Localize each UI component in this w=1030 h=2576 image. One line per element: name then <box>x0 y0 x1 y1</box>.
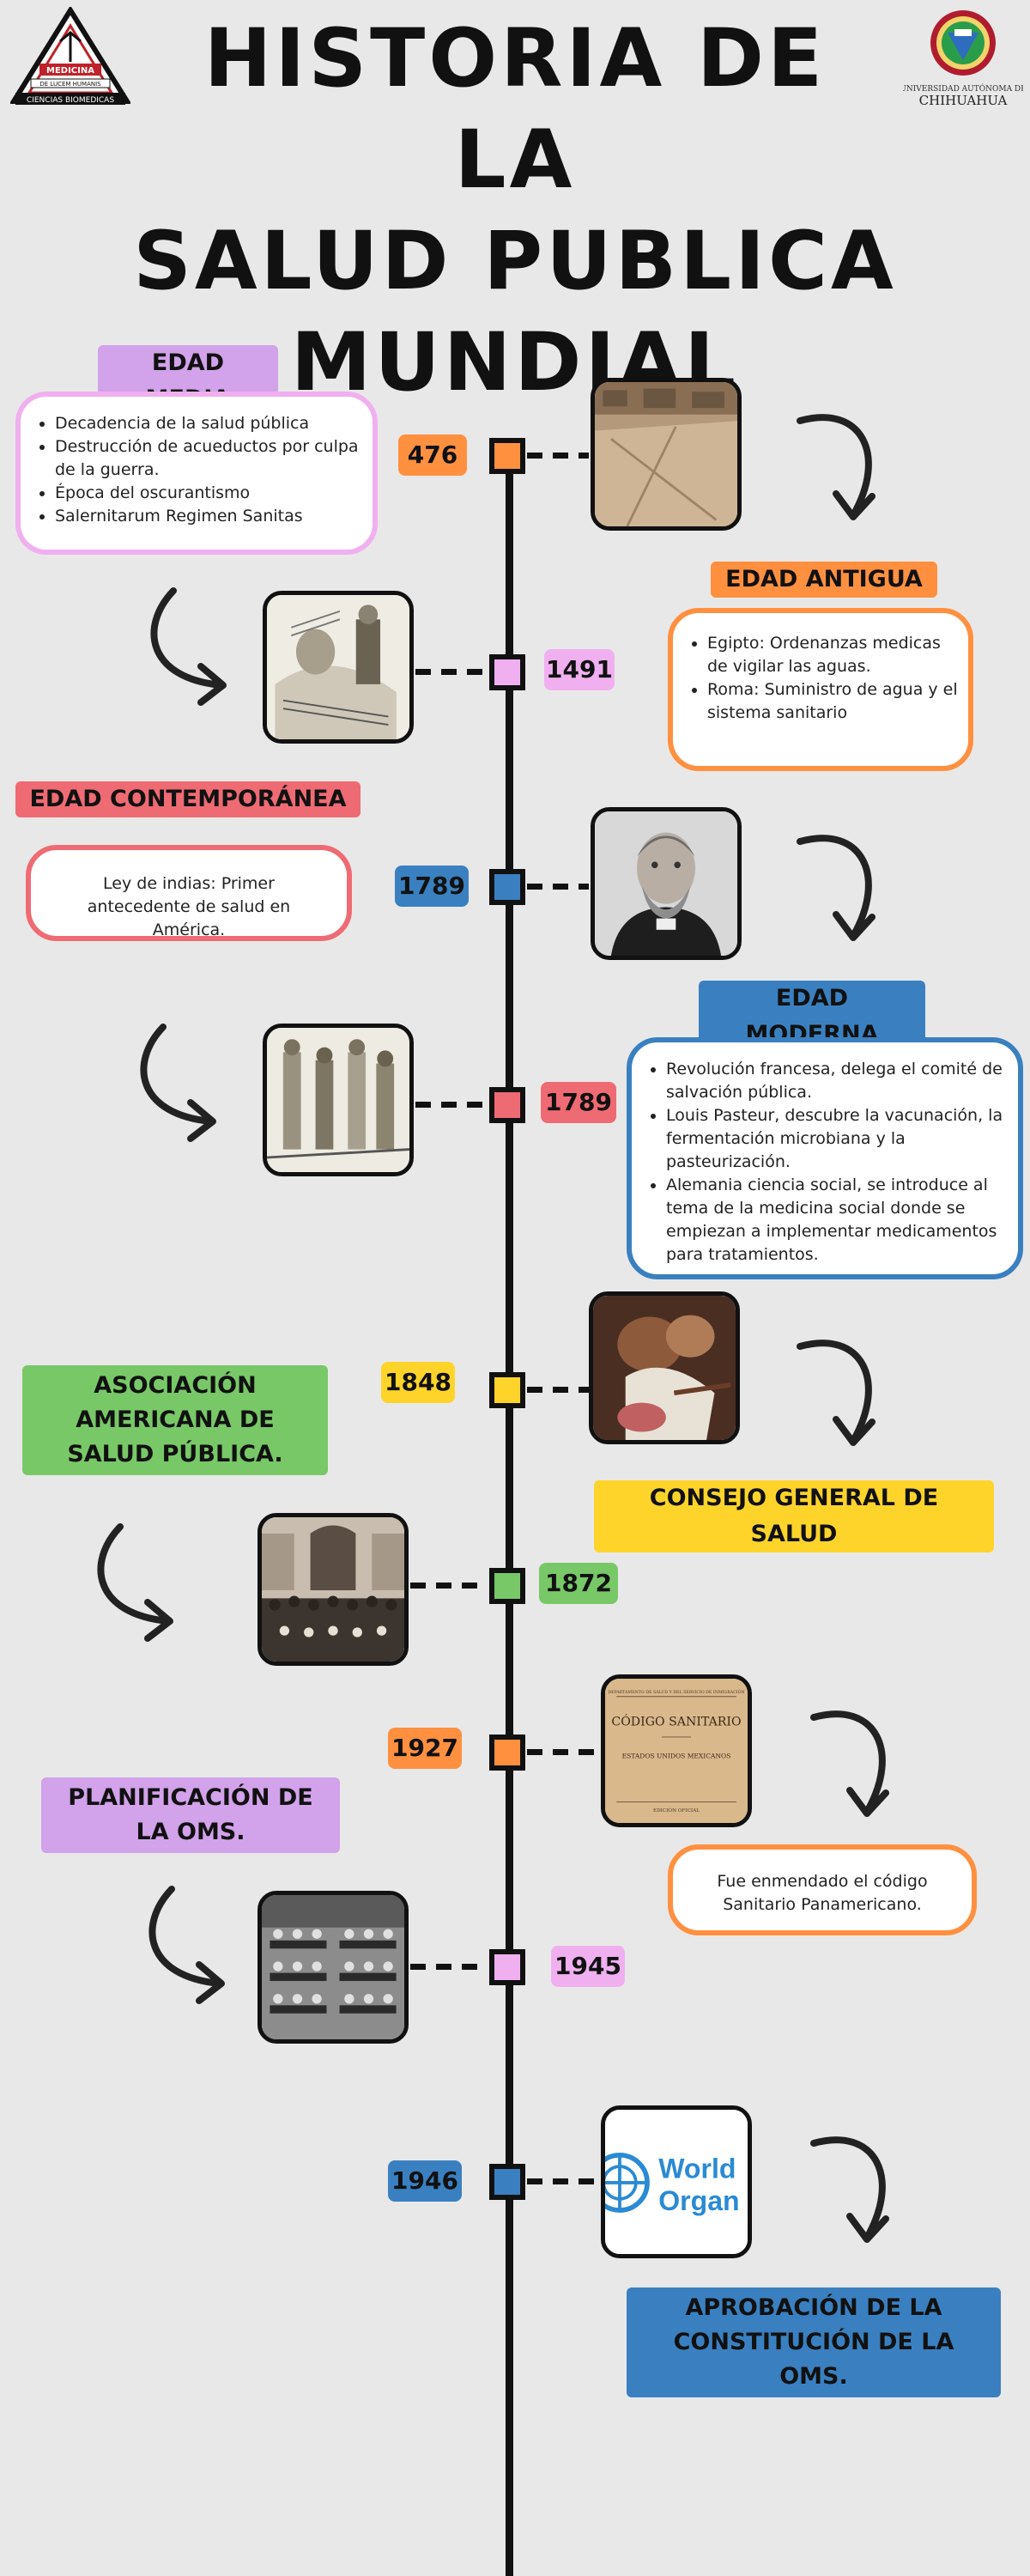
timeline-node-1848 <box>489 1372 525 1408</box>
timeline-node-1872 <box>489 1568 525 1604</box>
bullet-item: Revolución francesa, delega el comité de… <box>666 1058 1008 1104</box>
curved-arrow-icon <box>810 1710 889 1817</box>
codigo-sanitario-cover: DEPARTAMENTO DE SALUD Y DEL SERVICIO DE … <box>601 1674 752 1827</box>
year-badge-476: 476 <box>398 434 467 476</box>
logo-left-top-text: MEDICINA <box>46 66 94 76</box>
bullet-item: Época del oscurantismo <box>55 482 364 505</box>
connector-dash <box>410 1964 486 1970</box>
year-badge-1491: 1491 <box>544 649 615 690</box>
logo-right-line-2: CHIHUAHUA <box>919 93 1008 108</box>
year-badge-1946: 1946 <box>388 2160 462 2202</box>
card-edad-media-list: Decadencia de la salud pública Destrucci… <box>21 412 364 528</box>
who-logo: World Organ <box>601 2105 752 2258</box>
timeline-node-1946 <box>489 2164 525 2200</box>
year-badge-1789-blue: 1789 <box>395 866 469 907</box>
timeline-node-476 <box>489 438 525 474</box>
medieval-sick-engraving <box>263 591 414 744</box>
curved-arrow-icon <box>797 1340 876 1446</box>
year-badge-1789-red: 1789 <box>541 1082 616 1123</box>
card-edad-media: Decadencia de la salud pública Destrucci… <box>15 392 378 555</box>
curved-arrow-icon <box>150 587 227 706</box>
title-line-2: SALUD PUBLICA <box>133 215 897 308</box>
card-edad-contemporanea: Ley de indias: Primer antecedente de sal… <box>26 845 352 941</box>
tag-planificacion-oms: PLANIFICACIÓN DE LA OMS. <box>41 1777 340 1853</box>
timeline-axis <box>506 455 513 2576</box>
timeline-node-1789-blue <box>489 869 525 905</box>
who-text-1: World <box>658 2153 736 2184</box>
card-text: Fue enmendado el código Sanitario Paname… <box>717 1872 928 1914</box>
louis-pasteur-portrait <box>591 807 742 960</box>
card-edad-antigua: Egipto: Ordenanzas medicas de vigilar la… <box>668 608 973 771</box>
roman-ruins-photo <box>591 378 742 531</box>
logo-left-bottom-text: CIENCIAS BIOMEDICAS <box>27 96 114 105</box>
book-title: CÓDIGO SANITARIO <box>611 1714 741 1729</box>
card-codigo-sanitario: Fue enmendado el código Sanitario Paname… <box>668 1844 977 1935</box>
curved-arrow-icon <box>797 835 876 941</box>
tag-consejo-general: CONSEJO GENERAL DE SALUD <box>594 1480 994 1552</box>
page-title: HISTORIA DE LA SALUD PUBLICA MUNDIAL <box>129 9 901 414</box>
curved-arrow-icon <box>140 1024 216 1142</box>
bullet-item: Egipto: Ordenanzas medicas de vigilar la… <box>707 632 960 678</box>
bullet-item: Alemania ciencia social, se introduce al… <box>666 1174 1008 1267</box>
timeline-node-1789-red <box>489 1087 525 1123</box>
bullet-item: Louis Pasteur, descubre la vacunación, l… <box>666 1104 1008 1174</box>
card-edad-antigua-list: Egipto: Ordenanzas medicas de vigilar la… <box>673 632 960 725</box>
tag-edad-antigua: EDAD ANTIGUA <box>711 562 937 598</box>
timeline-node-1491 <box>489 654 525 690</box>
bullet-item: Roma: Suministro de agua y el sistema sa… <box>707 678 960 725</box>
timeline-node-1945 <box>489 1949 525 1985</box>
book-edition: EDICIÓN OFICIAL <box>653 1807 700 1814</box>
year-badge-1927: 1927 <box>388 1728 462 1769</box>
bullet-item: Decadencia de la salud pública <box>55 412 364 435</box>
title-line-1: HISTORIA DE LA <box>203 12 827 207</box>
year-badge-1945: 1945 <box>551 1946 625 1987</box>
medieval-crowd-engraving <box>263 1024 414 1176</box>
connector-dash <box>527 1387 589 1393</box>
book-header: DEPARTAMENTO DE SALUD Y DEL SERVICIO DE … <box>608 1688 744 1695</box>
curved-arrow-icon <box>97 1523 173 1642</box>
bullet-item: Salernitarum Regimen Sanitas <box>55 505 364 528</box>
connector-dash <box>527 884 589 890</box>
connector-dash <box>415 669 486 675</box>
curved-arrow-icon <box>148 1886 225 2004</box>
association-group-photo <box>258 1513 409 1666</box>
curved-arrow-icon <box>797 414 876 520</box>
tag-asociacion-americana: ASOCIACIÓN AMERICANA DE SALUD PÚBLICA. <box>22 1365 328 1475</box>
card-text: Ley de indias: Primer antecedente de sal… <box>87 874 291 939</box>
tag-edad-contemporanea: EDAD CONTEMPORÁNEA <box>15 781 360 817</box>
book-sub: ESTADOS UNIDOS MEXICANOS <box>622 1752 731 1759</box>
year-badge-1872: 1872 <box>539 1563 618 1604</box>
logo-left-motto: DE LUCEM HUMANIS <box>39 81 101 88</box>
connector-dash <box>415 1102 486 1108</box>
tag-aprobacion-constitucion: APROBACIÓN DE LA CONSTITUCIÓN DE LA OMS. <box>627 2287 1001 2397</box>
year-badge-1848: 1848 <box>381 1362 455 1403</box>
bullet-item: Destrucción de acueductos por culpa de l… <box>55 435 364 482</box>
logo-right-line-1: UNIVERSIDAD AUTÓNOMA DE <box>903 83 1023 94</box>
classical-painting <box>589 1291 740 1444</box>
who-text-2: Organ <box>658 2185 739 2216</box>
university-logo: UNIVERSIDAD AUTÓNOMA DE CHIHUAHUA <box>900 7 1027 108</box>
connector-dash <box>527 453 589 459</box>
card-edad-moderna-list: Revolución francesa, delega el comité de… <box>632 1058 1008 1267</box>
assembly-meeting-photo <box>258 1891 409 2044</box>
timeline-node-1927 <box>489 1735 525 1771</box>
connector-dash <box>410 1583 486 1589</box>
faculty-logo: MEDICINA DE LUCEM HUMANIS CIENCIAS BIOME… <box>9 5 132 108</box>
connector-dash <box>527 2178 599 2184</box>
card-edad-moderna: Revolución francesa, delega el comité de… <box>627 1037 1023 1279</box>
connector-dash <box>527 1749 599 1755</box>
curved-arrow-icon <box>810 2136 889 2243</box>
